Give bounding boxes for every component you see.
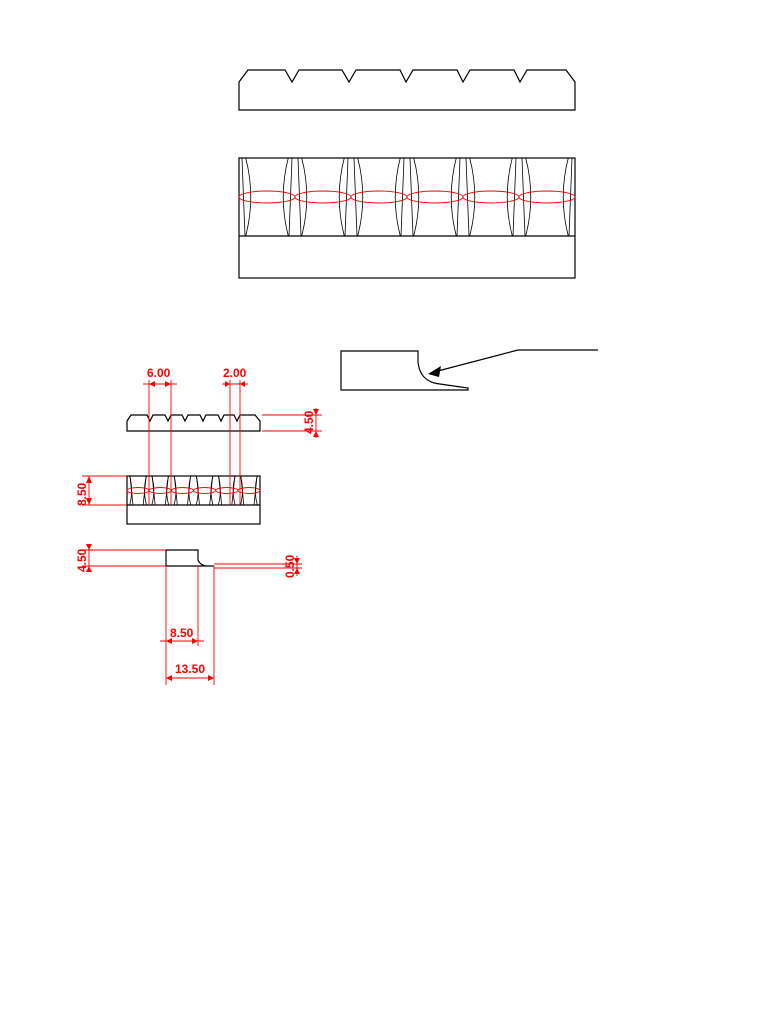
groove-curve	[217, 475, 221, 506]
dim-notch-width: 2.00	[223, 366, 247, 380]
groove-curve	[129, 475, 133, 506]
groove-curve	[188, 475, 192, 506]
groove-curve	[562, 157, 569, 237]
groove-line	[400, 157, 405, 237]
groove-curve	[357, 157, 364, 237]
groove-line	[409, 157, 414, 237]
groove-curve	[151, 475, 155, 506]
groove-line	[353, 157, 358, 237]
groove-curve	[254, 475, 258, 506]
groove-ellipse	[350, 190, 408, 204]
dim-top-height: 4.50	[302, 410, 316, 434]
groove-ellipse	[406, 190, 464, 204]
groove-line	[241, 157, 246, 237]
groove-line	[297, 157, 302, 237]
groove-ellipse	[126, 487, 150, 494]
groove-ellipse	[215, 487, 239, 494]
edge-detail	[340, 349, 598, 391]
groove-curve	[232, 475, 236, 506]
groove-ellipse	[518, 190, 576, 204]
groove-curve	[469, 157, 476, 237]
groove-curve	[338, 157, 345, 237]
groove-line	[568, 157, 573, 237]
dim-overall-length: 13.50	[175, 662, 205, 676]
groove-curve	[173, 475, 177, 506]
large-notched-profile	[238, 69, 576, 111]
groove-ellipse	[148, 487, 172, 494]
groove-curve	[525, 157, 532, 237]
groove-curve	[166, 475, 170, 506]
dim-lip-thickness: 0.50	[283, 554, 297, 578]
groove-curve	[413, 157, 420, 237]
groove-ellipse	[238, 190, 296, 204]
groove-line	[512, 157, 517, 237]
groove-curve	[394, 157, 401, 237]
groove-ellipse	[237, 487, 261, 494]
groove-ellipse	[462, 190, 520, 204]
groove-curve	[506, 157, 513, 237]
dimension-labels: 6.00 2.00 4.50 8.50 4.50 0.50 8.50 13.50	[75, 366, 316, 676]
groove-ellipse	[170, 487, 194, 494]
groove-line	[521, 157, 526, 237]
dim-step-height: 4.50	[75, 548, 89, 572]
groove-curve	[301, 157, 308, 237]
groove-ellipse	[294, 190, 352, 204]
groove-curve	[195, 475, 199, 506]
groove-curve	[245, 157, 252, 237]
groove-curve	[282, 157, 289, 237]
groove-line	[465, 157, 470, 237]
dimension-lines	[82, 380, 322, 685]
large-plan-view	[238, 157, 576, 279]
groove-ellipse	[193, 487, 217, 494]
small-side-profile	[165, 549, 214, 567]
groove-curve	[240, 475, 243, 506]
dim-notch-pitch: 6.00	[147, 366, 171, 380]
dim-side-height: 8.50	[75, 482, 89, 506]
groove-curve	[144, 475, 147, 506]
dim-step-length: 8.50	[170, 626, 194, 640]
groove-line	[344, 157, 349, 237]
groove-curve	[450, 157, 457, 237]
groove-curve	[210, 475, 214, 506]
groove-line	[456, 157, 461, 237]
groove-line	[288, 157, 293, 237]
